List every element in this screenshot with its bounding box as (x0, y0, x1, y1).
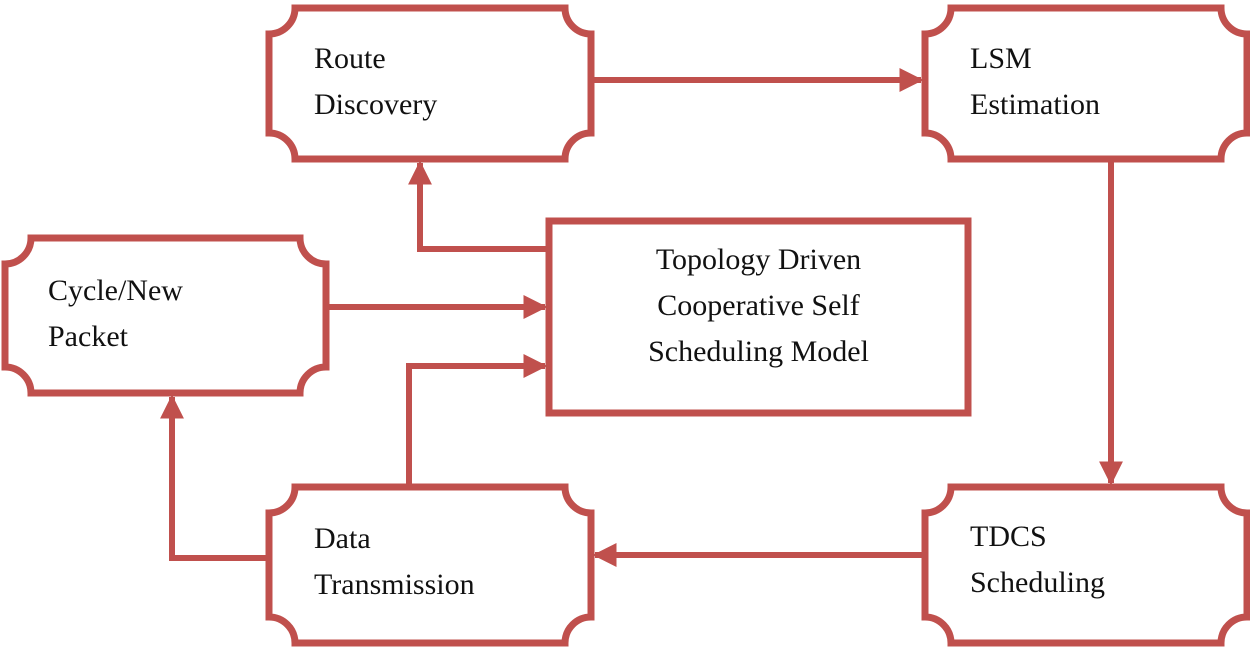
center-model-box (545, 217, 972, 417)
cycle-new-packet-line1: Cycle/New (48, 274, 183, 307)
tdcs-scheduling-label: TDCS Scheduling (970, 514, 1105, 606)
data-transmission-line2: Transmission (314, 568, 475, 601)
arrow-data-to-center (406, 354, 548, 487)
data-transmission-label: Data Transmission (314, 516, 475, 608)
center-model-line1: Topology Driven (655, 243, 862, 276)
data-transmission-box (265, 483, 595, 647)
lsm-estimation-line2: Estimation (970, 88, 1100, 121)
route-discovery-line1: Route (314, 42, 386, 75)
center-model-line3: Scheduling Model (648, 335, 869, 368)
cycle-new-packet-label: Cycle/New Packet (48, 268, 183, 360)
tdcs-scheduling-box (921, 483, 1250, 647)
route-discovery-line2: Discovery (314, 88, 438, 121)
center-model-line2: Cooperative Self (657, 289, 860, 322)
data-transmission-line1: Data (314, 522, 371, 555)
tdcs-scheduling-line1: TDCS (970, 520, 1047, 553)
route-discovery-label: Route Discovery (314, 36, 437, 128)
lsm-estimation-line1: LSM (970, 42, 1032, 75)
route-discovery-box (265, 4, 595, 163)
lsm-estimation-box (921, 4, 1250, 163)
tdcs-scheduling-line2: Scheduling (970, 566, 1105, 599)
arrow-data-to-cycle (160, 394, 269, 561)
arrow-center-to-route (408, 160, 549, 252)
cycle-new-packet-line2: Packet (48, 320, 128, 353)
lsm-estimation-label: LSM Estimation (970, 36, 1100, 128)
cycle-new-packet-box (1, 234, 330, 397)
center-model-label: Topology Driven Cooperative Self Schedul… (549, 237, 968, 375)
